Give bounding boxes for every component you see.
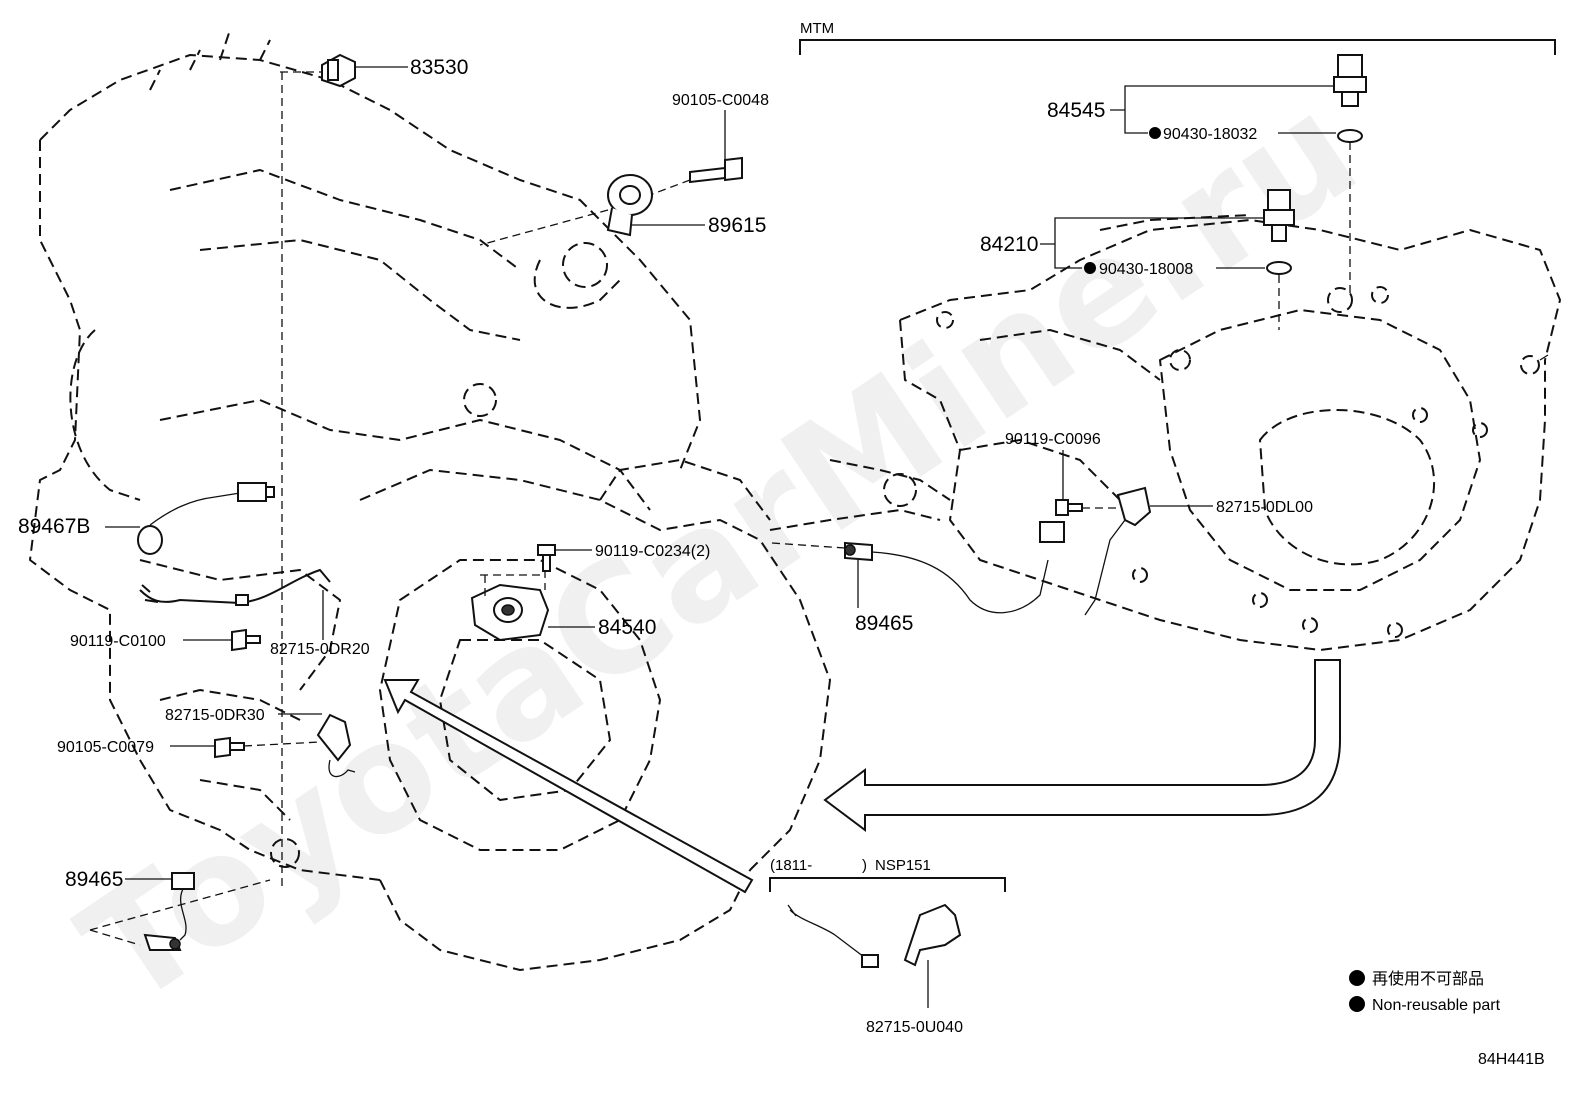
legend-dot-2 <box>1349 996 1365 1012</box>
switch-84540 <box>470 583 550 642</box>
bracket-82715-0dr30 <box>316 713 356 778</box>
part-84540[interactable]: 84540 <box>598 616 656 639</box>
watermark-text: ToyotaCarMine.ru <box>53 62 1387 1040</box>
part-90430-18032[interactable]: 90430-18032 <box>1163 126 1257 143</box>
bolt-90105-c0048 <box>689 156 743 184</box>
sensor-83530 <box>321 53 356 88</box>
switch-84210 <box>1263 189 1295 275</box>
part-89465-left[interactable]: 89465 <box>65 868 123 891</box>
part-89465-mid[interactable]: 89465 <box>855 612 913 635</box>
bracket-82715-0dl00 <box>1084 486 1152 616</box>
part-90119-c0096[interactable]: 90119-C0096 <box>1005 431 1101 448</box>
part-83530[interactable]: 83530 <box>410 56 468 79</box>
switch-84545 <box>1333 54 1367 143</box>
sensor-89465-left <box>143 872 195 951</box>
nsp-range-close: ) <box>862 857 867 874</box>
nsp-range: (1811- <box>770 857 812 874</box>
mtm-bracket <box>799 39 1556 55</box>
part-90119-c0100[interactable]: 90119-C0100 <box>70 633 166 650</box>
diagram-code: 84H441B <box>1478 1051 1545 1068</box>
bolt-90119-c0234 <box>537 544 556 572</box>
legend-item-en: Non-reusable part <box>1372 997 1501 1014</box>
sensor-89615 <box>606 174 653 237</box>
transmission-assembly-outline <box>769 214 1561 651</box>
part-90105-c0048[interactable]: 90105-C0048 <box>672 92 769 109</box>
part-89615[interactable]: 89615 <box>708 214 766 237</box>
legend-dot-1 <box>1349 970 1365 986</box>
part-82715-0dr20[interactable]: 82715-0DR20 <box>270 641 370 658</box>
harness-82715-0dr20 <box>139 568 331 606</box>
relocation-arrow-right <box>823 659 1341 832</box>
part-89467b[interactable]: 89467B <box>18 515 90 538</box>
bolt-90105-c0079 <box>214 736 245 759</box>
part-84545[interactable]: 84545 <box>1047 99 1105 122</box>
part-82715-0dl00[interactable]: 82715-0DL00 <box>1216 499 1313 516</box>
part-82715-0u040[interactable]: 82715-0U040 <box>866 1019 963 1036</box>
part-90430-18008[interactable]: 90430-18008 <box>1099 261 1193 278</box>
mtm-label: MTM <box>800 20 834 37</box>
relocation-arrow-diagonal <box>383 679 754 894</box>
bolt-90119-c0096 <box>1055 499 1083 516</box>
non-reusable-dot-18032 <box>1149 127 1161 139</box>
part-82715-0dr30[interactable]: 82715-0DR30 <box>165 707 265 724</box>
legend-item-jp: 再使用不可部品 <box>1372 970 1484 988</box>
nsp-bracket <box>769 877 1006 892</box>
nsp-model: NSP151 <box>875 857 931 874</box>
non-reusable-dot-18008 <box>1084 262 1096 274</box>
bolt-90119-c0100 <box>231 628 261 652</box>
engine-assembly-outline <box>29 29 831 971</box>
sensor-89465-mid <box>844 521 1065 614</box>
sensor-89467b <box>137 482 275 555</box>
part-84210[interactable]: 84210 <box>980 233 1038 256</box>
bracket-82715-0u040 <box>787 903 962 968</box>
part-90119-c0234[interactable]: 90119-C0234(2) <box>595 543 710 560</box>
part-90105-c0079[interactable]: 90105-C0079 <box>57 739 154 756</box>
